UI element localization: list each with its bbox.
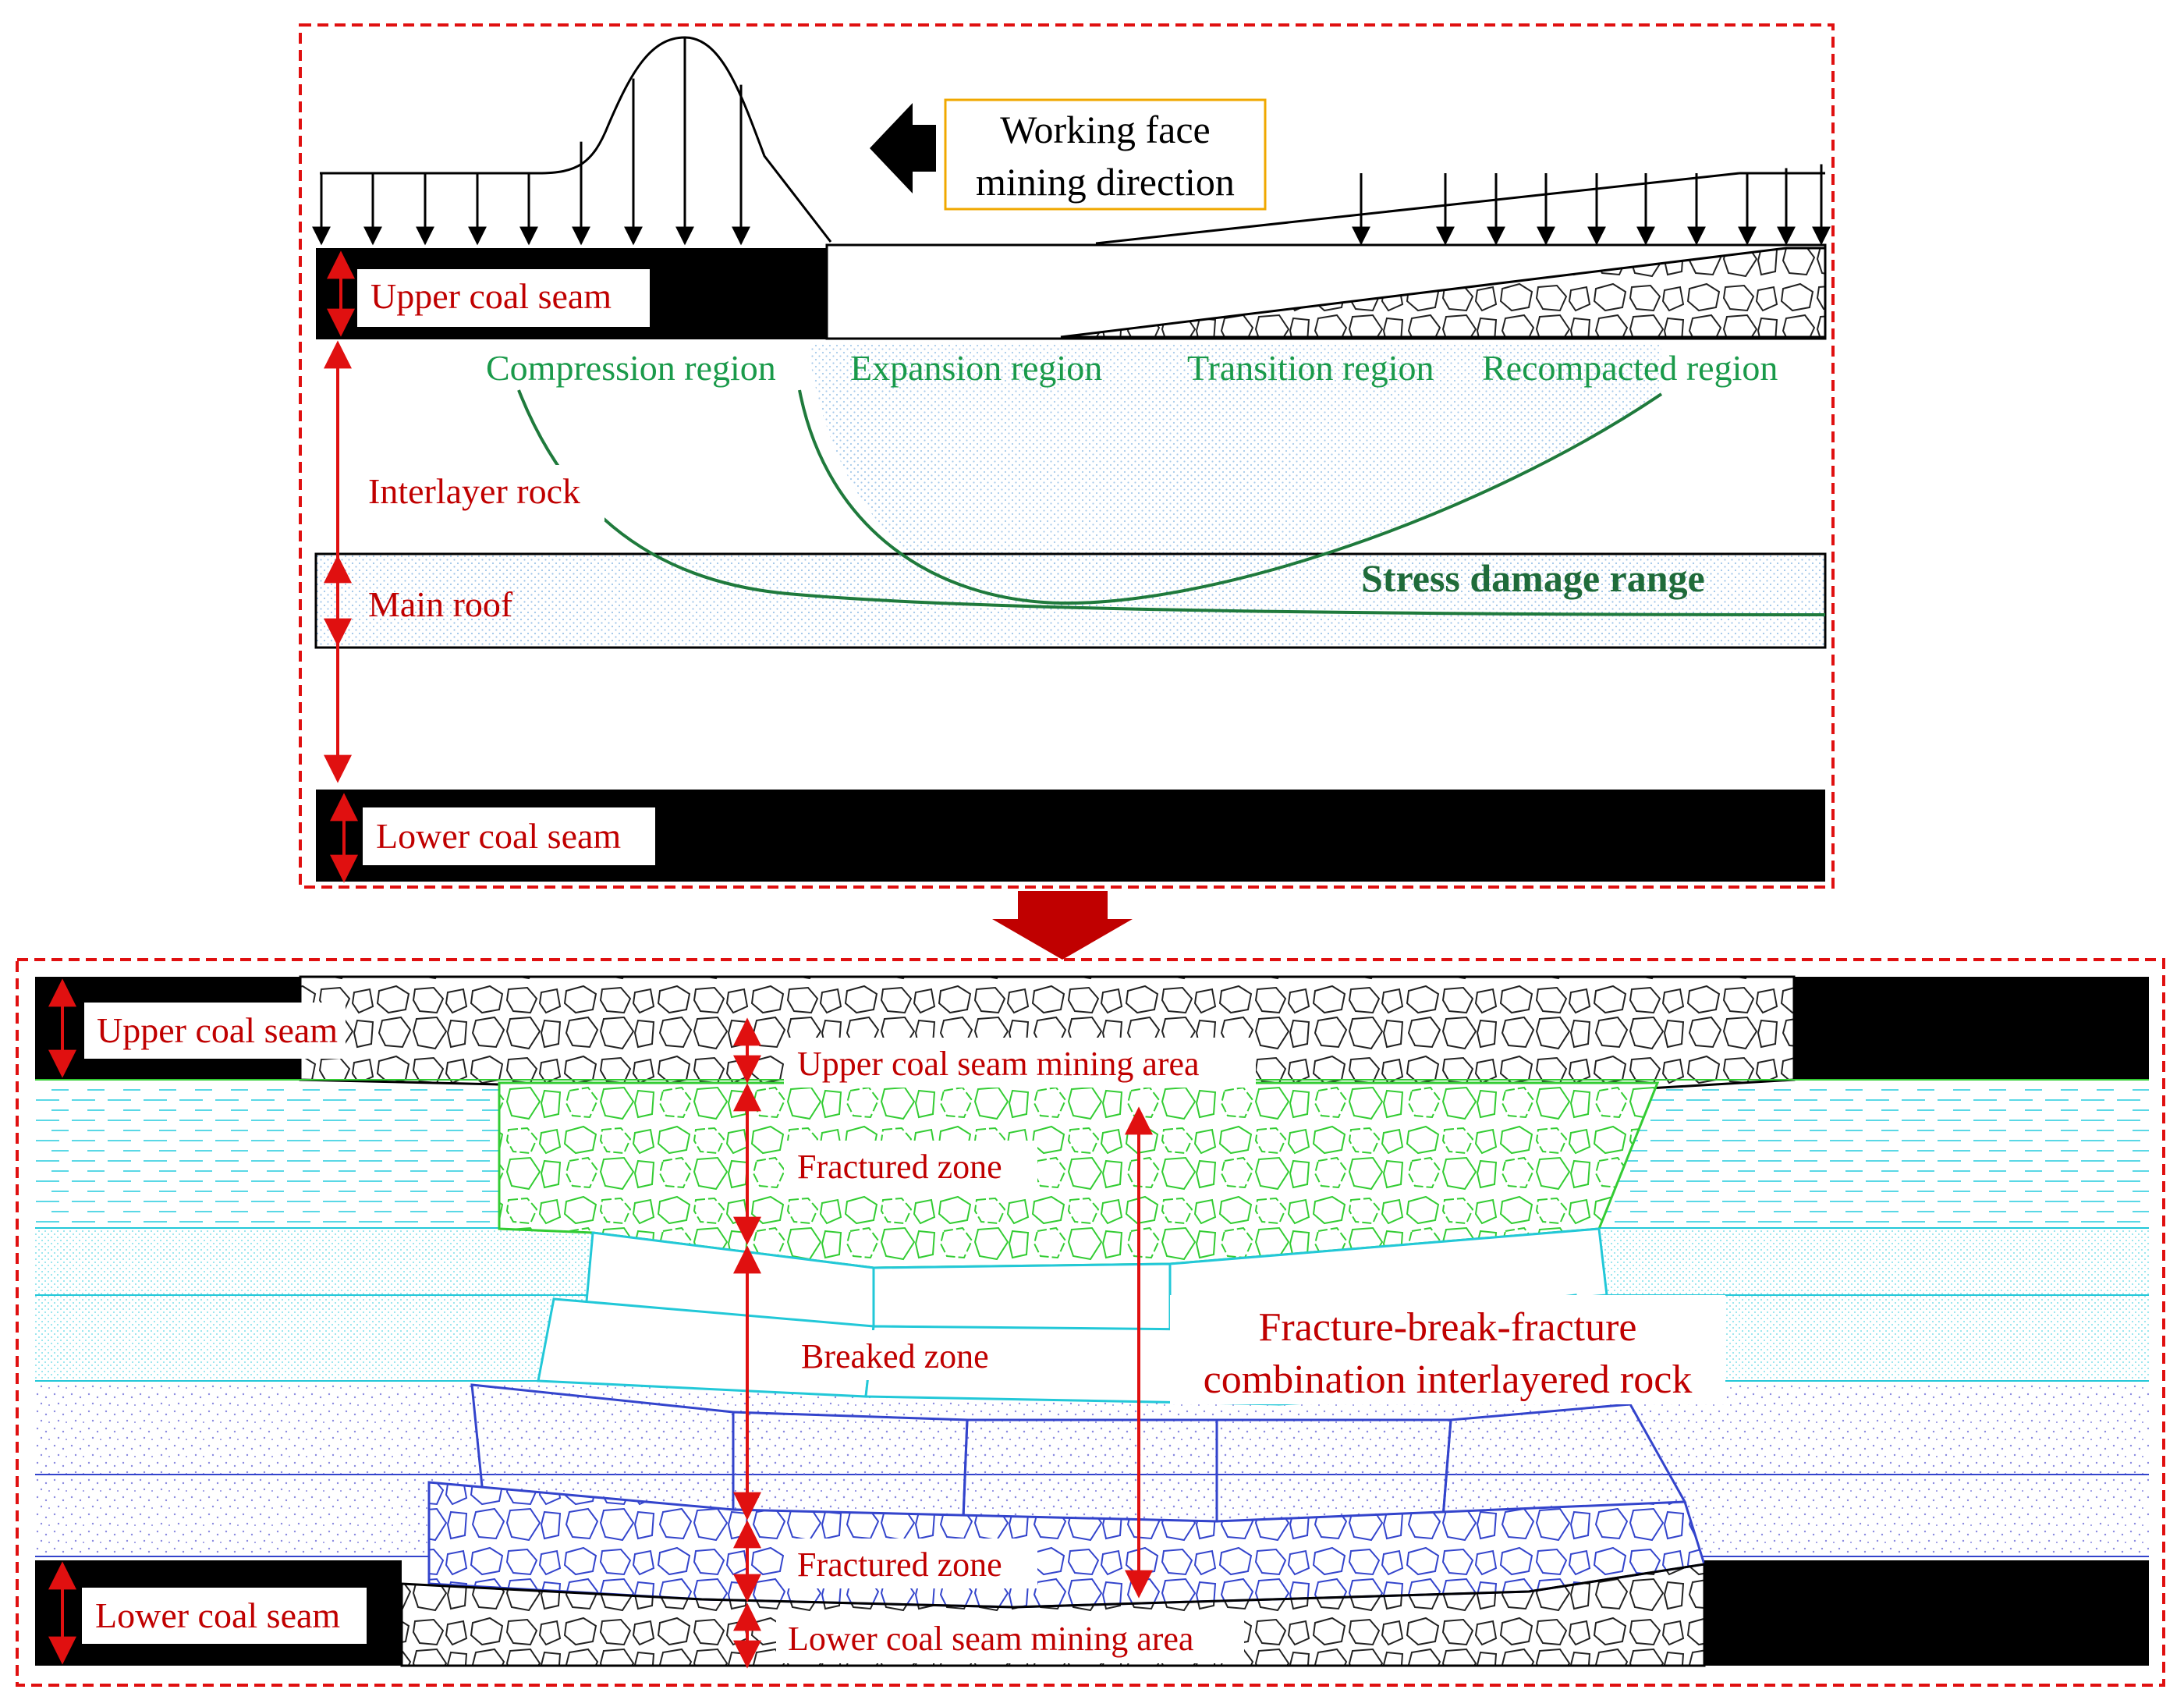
- upper-coal-seam-label: Upper coal seam: [370, 276, 612, 316]
- label-box-fractured-lower: [784, 1539, 1037, 1588]
- label-box-fractured-upper: [784, 1141, 1037, 1191]
- left-arrow-icon: [870, 103, 936, 193]
- upper-mining-area-label: Upper coal seam mining area: [797, 1045, 1200, 1083]
- mining-direction-callout: Working face mining direction: [870, 98, 1267, 211]
- bottom-panel-frame: [16, 958, 2165, 1687]
- fractured-zone-upper-label: Fractured zone: [797, 1148, 1002, 1186]
- fractured-zone-lower-label: Fractured zone: [797, 1546, 1002, 1584]
- label-box-upper: [357, 269, 650, 327]
- upper-seam-right-block: [1794, 977, 2149, 1080]
- label-box-lower-mining: [776, 1613, 1244, 1663]
- lower-mining-area-label: Lower coal seam mining area: [788, 1620, 1193, 1658]
- combination-line-1: Fracture-break-fracture: [1259, 1305, 1637, 1350]
- stress-damage-fill: [811, 343, 1661, 605]
- label-box-lower-bottom: [82, 1588, 367, 1644]
- bottom-panel: Upper coal seam: [16, 958, 2165, 1687]
- recompacted-region-label: Recompacted region: [1482, 348, 1778, 388]
- top-panel-frame: [299, 23, 1835, 889]
- label-box-upper-mining: [784, 1038, 1256, 1088]
- breaked-zone-label: Breaked zone: [801, 1337, 989, 1375]
- callout-box: [944, 98, 1267, 211]
- transition-region-label: Transition region: [1187, 348, 1434, 388]
- load-arrows-left: [312, 37, 750, 246]
- main-roof-label: Main roof: [368, 584, 513, 624]
- top-panel: Working face mining direction Upper coal…: [299, 23, 1835, 889]
- load-arrows-right: [1352, 164, 1831, 246]
- lower-coal-seam-label-bottom: Lower coal seam: [95, 1595, 340, 1635]
- abutment-pressure-curve: [312, 36, 832, 246]
- combination-line-2: combination interlayered rock: [1204, 1358, 1693, 1402]
- recompacted-rubble: [1060, 247, 1827, 339]
- label-box-combination: [1170, 1295, 1725, 1404]
- stress-damage-range-label: Stress damage range: [1361, 556, 1705, 600]
- main-roof-layer: [314, 552, 1827, 649]
- lower-seam-right-block: [1704, 1560, 2149, 1666]
- label-box-breaked: [788, 1330, 1030, 1380]
- expansion-region-label: Expansion region: [850, 348, 1102, 388]
- down-arrow-icon: [992, 891, 1133, 960]
- label-box-interlayer: [359, 465, 604, 521]
- callout-line-1: Working face: [1000, 108, 1210, 151]
- upper-coal-seam-label-bottom: Upper coal seam: [97, 1010, 338, 1050]
- label-box-lower: [363, 807, 655, 865]
- lower-broken-blocks: [470, 1383, 1687, 1523]
- zone-dimension-arrows: [733, 1017, 1153, 1669]
- compression-region-label: Compression region: [486, 348, 776, 388]
- callout-line-2: mining direction: [976, 160, 1235, 204]
- label-box-upper-bottom: [84, 1003, 346, 1059]
- lower-coal-seam-label: Lower coal seam: [376, 816, 621, 856]
- interlayer-rock-label: Interlayer rock: [368, 471, 580, 511]
